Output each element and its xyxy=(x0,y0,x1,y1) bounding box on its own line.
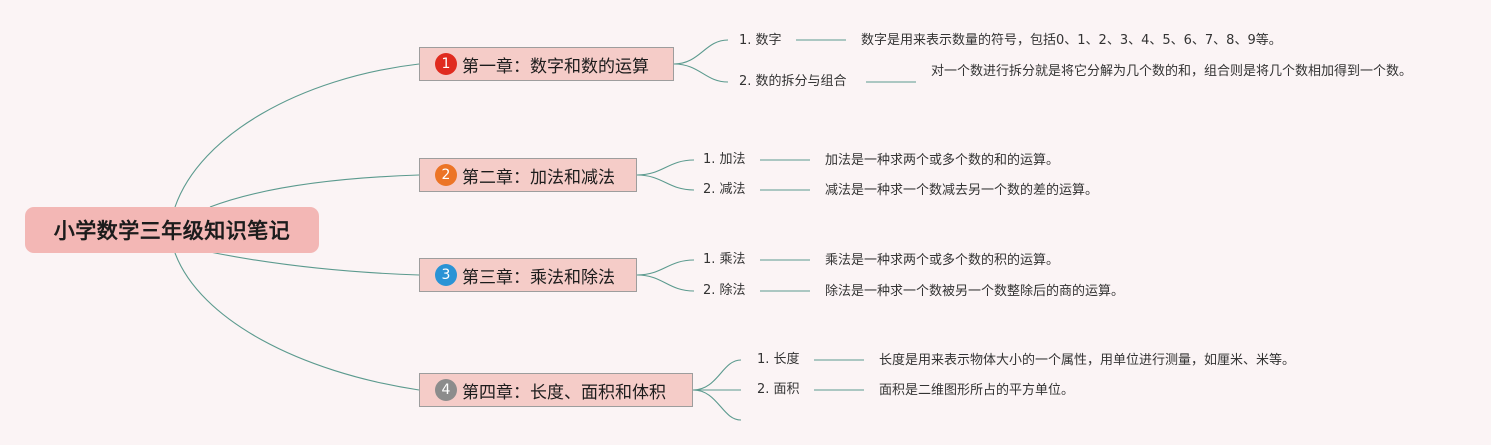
chapter-4-node[interactable]: 4 第四章：长度、面积和体积 xyxy=(419,373,693,407)
chapter-3-node[interactable]: 3 第三章：乘法和除法 xyxy=(419,258,637,292)
chapter-1-title: 第一章：数字和数的运算 xyxy=(462,56,649,77)
chapter-2-topic-2[interactable]: 2. 减法 xyxy=(703,182,746,197)
chapter-2-title: 第二章：加法和减法 xyxy=(462,167,615,188)
chapter-3-topic-2[interactable]: 2. 除法 xyxy=(703,283,746,298)
chapter-4-topic-2[interactable]: 2. 面积 xyxy=(757,382,800,397)
chapter-2-topic-1-desc: 加法是一种求两个或多个数的和的运算。 xyxy=(825,153,1060,168)
chapter-4-topic-1[interactable]: 1. 长度 xyxy=(757,352,800,367)
chapter-2-topic-1[interactable]: 1. 加法 xyxy=(703,152,746,167)
chapter-4-badge: 4 xyxy=(435,379,457,401)
chapter-2-node[interactable]: 2 第二章：加法和减法 xyxy=(419,158,637,192)
chapter-4-topic-1-desc: 长度是用来表示物体大小的一个属性，用单位进行测量，如厘米、米等。 xyxy=(879,353,1296,368)
chapter-4-topic-2-desc: 面积是二维图形所占的平方单位。 xyxy=(879,383,1075,398)
chapter-3-topic-1-desc: 乘法是一种求两个或多个数的积的运算。 xyxy=(825,253,1060,268)
chapter-1-topic-1-desc: 数字是用来表示数量的符号，包括0、1、2、3、4、5、6、7、8、9等。 xyxy=(861,33,1282,48)
chapter-1-node[interactable]: 1 第一章：数字和数的运算 xyxy=(419,47,674,81)
chapter-2-topic-2-desc: 减法是一种求一个数减去另一个数的差的运算。 xyxy=(825,183,1099,198)
chapter-3-topic-1[interactable]: 1. 乘法 xyxy=(703,252,746,267)
chapter-3-topic-2-desc: 除法是一种求一个数被另一个数整除后的商的运算。 xyxy=(825,284,1125,299)
chapter-1-topic-1[interactable]: 1. 数字 xyxy=(739,33,782,48)
chapter-1-topic-2[interactable]: 2. 数的拆分与组合 xyxy=(739,74,847,89)
chapter-3-title: 第三章：乘法和除法 xyxy=(462,267,615,288)
chapter-2-badge: 2 xyxy=(435,164,457,186)
root-topic[interactable]: 小学数学三年级知识笔记 xyxy=(25,207,319,253)
chapter-3-badge: 3 xyxy=(435,264,457,286)
chapter-4-title: 第四章：长度、面积和体积 xyxy=(462,382,666,403)
chapter-1-badge: 1 xyxy=(435,53,457,75)
chapter-1-topic-2-desc: 对一个数进行拆分就是将它分解为几个数的和，组合则是将几个数相加得到一个数。 xyxy=(931,64,1413,79)
